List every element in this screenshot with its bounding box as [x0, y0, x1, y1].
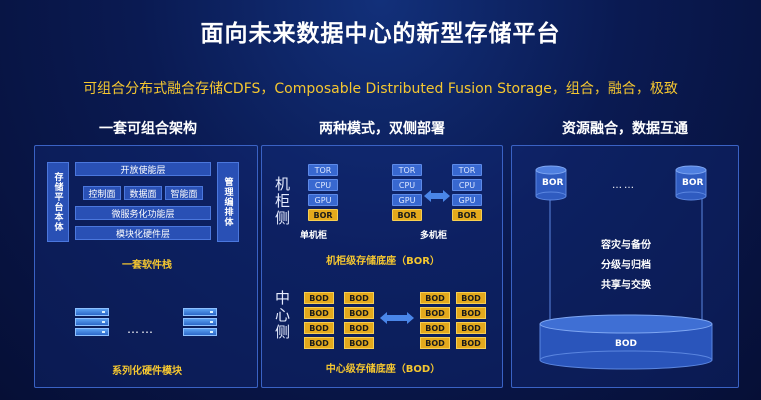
single-cabinet-label: 单机柜: [300, 231, 328, 241]
cpu-chip: CPU: [452, 179, 482, 191]
bod-grid-right: BOD BOD BOD BOD BOD BOD BOD BOD: [420, 292, 486, 349]
page-title: 面向未来数据中心的新型存储平台: [200, 21, 561, 47]
bor-chip: BOR: [308, 209, 338, 221]
center-side-label: 中心侧: [273, 290, 291, 341]
microservice-layer: 微服务化功能层: [75, 206, 211, 220]
storage-platform-box: 存储平台本体: [47, 162, 69, 242]
bod-chip: BOD: [344, 307, 374, 319]
server-icon: [75, 308, 109, 338]
multi-cabinet-label: 多机柜: [420, 231, 448, 241]
bor-cylinder-icon: [535, 165, 567, 201]
bor-label-a: BOR: [542, 178, 564, 188]
tor-chip: TOR: [392, 164, 422, 176]
bidirectional-arrow-icon: [424, 190, 450, 202]
multi-cabinet-stack-a: TOR CPU GPU BOR: [392, 164, 422, 221]
modular-hardware-layer: 模块化硬件层: [75, 226, 211, 240]
fusion-diagram: [535, 165, 713, 370]
data-plane: 数据面: [124, 186, 162, 200]
bod-chip: BOD: [456, 337, 486, 349]
gpu-chip: GPU: [308, 194, 338, 206]
bod-chip: BOD: [420, 337, 450, 349]
page-subtitle: 可组合分布式融合存储CDFS，Composable Distributed Fu…: [83, 81, 678, 97]
open-enable-layer: 开放使能层: [75, 162, 211, 176]
bod-cylinder-icon: [539, 314, 713, 370]
feature-tiering: 分级与归档: [601, 260, 651, 271]
bod-grid-left: BOD BOD BOD BOD BOD BOD BOD BOD: [304, 292, 374, 349]
bod-label: BOD: [615, 339, 637, 349]
tor-chip: TOR: [308, 164, 338, 176]
bod-chip: BOD: [456, 292, 486, 304]
gpu-chip: GPU: [392, 194, 422, 206]
single-cabinet-stack: TOR CPU GPU BOR: [308, 164, 338, 221]
tor-chip: TOR: [452, 164, 482, 176]
bod-chip: BOD: [420, 307, 450, 319]
bod-chip: BOD: [344, 322, 374, 334]
bor-cylinder-icon: [675, 165, 707, 201]
bod-chip: BOD: [304, 292, 334, 304]
center-base-label: 中心级存储底座（BOD）: [325, 364, 441, 375]
hardware-module-label: 系列化硬件模块: [112, 366, 182, 377]
feature-sharing: 共享与交换: [601, 280, 651, 291]
control-plane: 控制面: [83, 186, 121, 200]
cabinet-base-label: 机柜级存储底座（BOR）: [326, 256, 440, 267]
management-box: 管理编排体: [217, 162, 239, 242]
left-heading: 一套可组合架构: [99, 121, 197, 137]
bod-chip: BOD: [304, 337, 334, 349]
bod-chip: BOD: [344, 337, 374, 349]
multi-cabinet-stack-b: TOR CPU GPU BOR: [452, 164, 482, 221]
bidirectional-arrow-icon: [380, 312, 414, 324]
feature-disaster-recovery: 容灾与备份: [601, 240, 651, 251]
ellipsis: ……: [127, 322, 155, 336]
intelligence-plane: 智能面: [165, 186, 203, 200]
bod-chip: BOD: [304, 307, 334, 319]
bod-chip: BOD: [456, 307, 486, 319]
deployment-panel: 机柜侧 TOR CPU GPU BOR 单机柜 TOR CPU GPU BOR …: [261, 145, 503, 388]
bor-chip: BOR: [392, 209, 422, 221]
ellipsis: ……: [612, 180, 636, 191]
bod-chip: BOD: [456, 322, 486, 334]
cpu-chip: CPU: [308, 179, 338, 191]
server-icon: [183, 308, 217, 338]
bod-chip: BOD: [420, 292, 450, 304]
gpu-chip: GPU: [452, 194, 482, 206]
bor-label-b: BOR: [682, 178, 704, 188]
middle-heading: 两种模式，双侧部署: [319, 121, 445, 137]
software-stack-label: 一套软件栈: [122, 260, 172, 271]
bor-chip: BOR: [452, 209, 482, 221]
cabinet-side-label: 机柜侧: [273, 176, 291, 227]
architecture-panel: 存储平台本体 开放使能层 控制面 数据面 智能面 微服务化功能层 模块化硬件层 …: [34, 145, 258, 388]
bod-chip: BOD: [304, 322, 334, 334]
bod-chip: BOD: [420, 322, 450, 334]
cpu-chip: CPU: [392, 179, 422, 191]
bod-chip: BOD: [344, 292, 374, 304]
right-heading: 资源融合，数据互通: [562, 121, 688, 137]
fusion-panel: BOR …… BOR 容灾与备份 分级与归档 共享与交换 BOD: [511, 145, 739, 388]
